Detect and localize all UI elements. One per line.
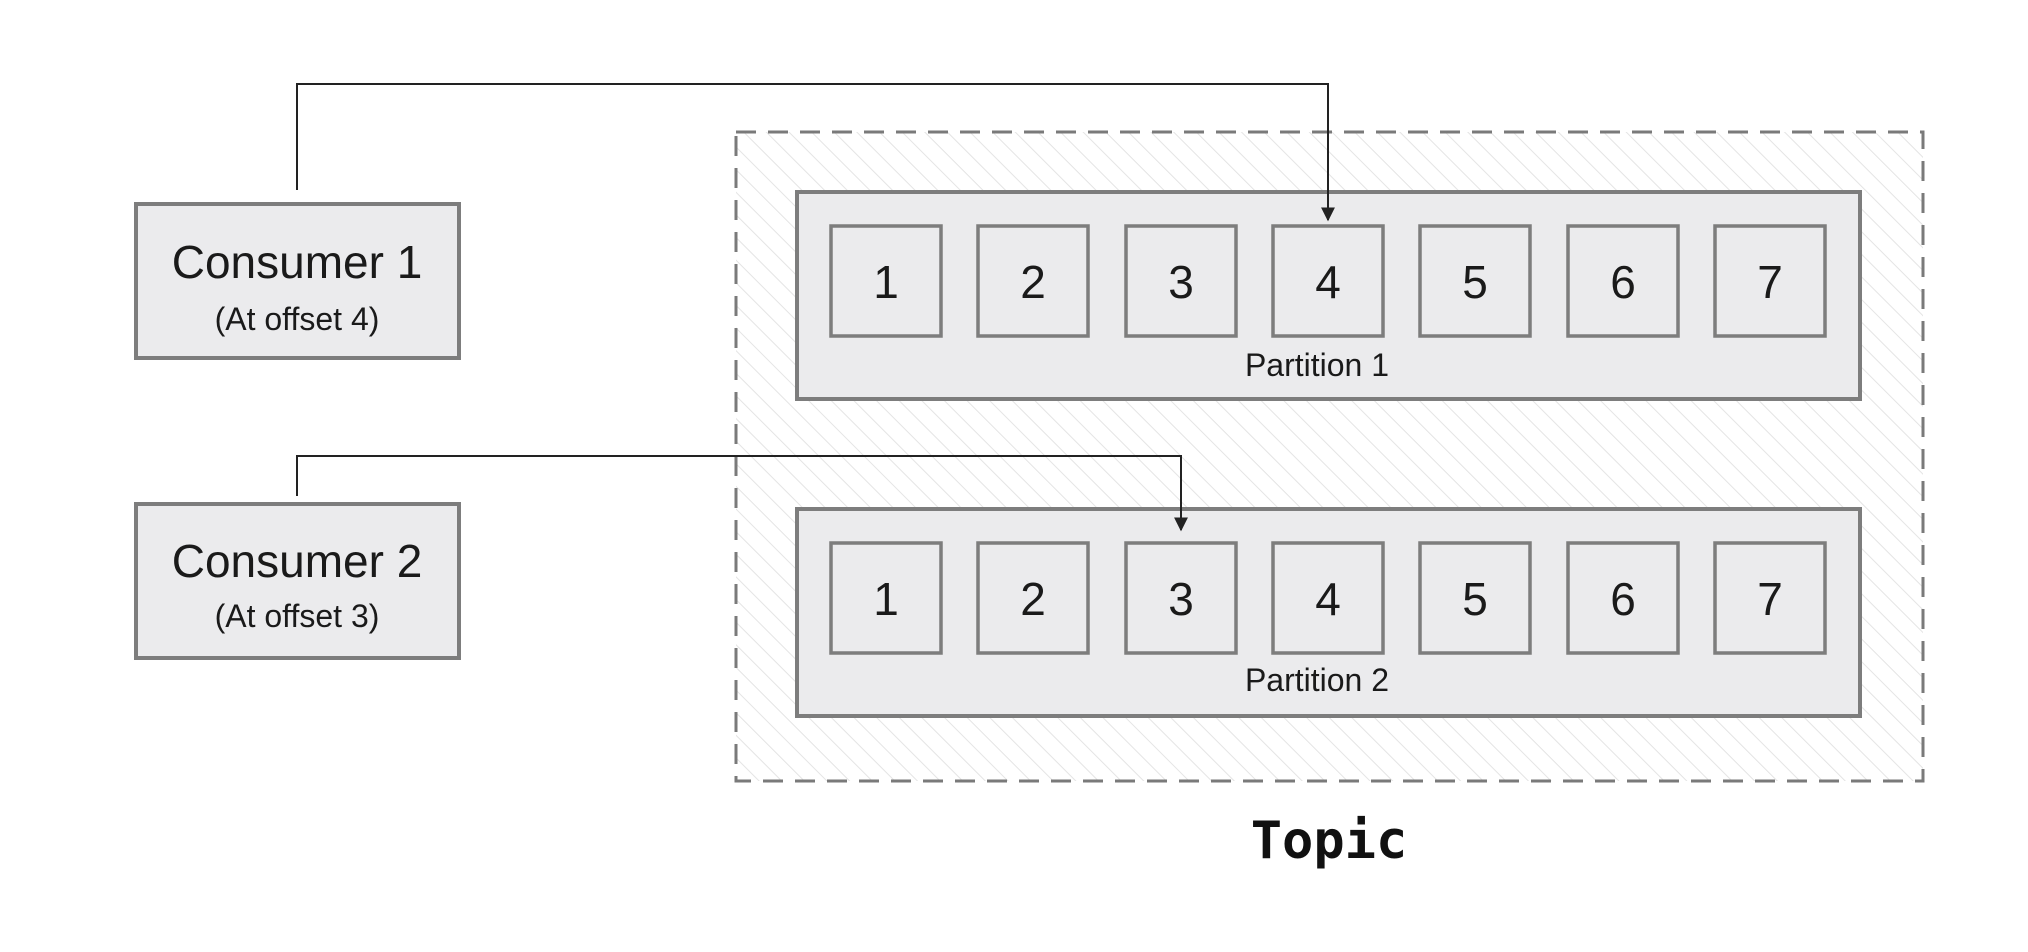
message-box	[1713, 541, 1827, 655]
consumer-2: Consumer 2 (At offset 3)	[134, 502, 461, 660]
consumer-1-offset-arrow	[296, 83, 1335, 222]
consumer-2-name: Consumer 2	[172, 535, 423, 587]
partition-2-messages: 1 2 3 4 5 6 7	[829, 541, 1827, 655]
consumer-1: Consumer 1 (At offset 4)	[134, 202, 461, 360]
message-box	[829, 224, 943, 338]
message-number: 2	[1020, 573, 1046, 625]
message-box	[1566, 541, 1680, 655]
partition-1-label: Partition 1	[1245, 347, 1389, 383]
message-box	[1713, 224, 1827, 338]
message-box	[1124, 541, 1238, 655]
message-box	[976, 224, 1090, 338]
message-number: 6	[1610, 256, 1636, 308]
consumer-1-offset: (At offset 4)	[215, 301, 380, 337]
partition-1-messages: 1 2 3 4 5 6 7	[829, 224, 1827, 338]
message-number: 1	[873, 573, 899, 625]
message-box	[829, 541, 943, 655]
consumer-2-offset: (At offset 3)	[215, 598, 380, 634]
partition-2-label: Partition 2	[1245, 662, 1389, 698]
message-number: 3	[1168, 573, 1194, 625]
message-box	[1418, 541, 1532, 655]
consumer-2-offset-arrow	[296, 455, 1188, 532]
message-box	[976, 541, 1090, 655]
message-number: 3	[1168, 256, 1194, 308]
consumer-2-box	[134, 502, 461, 660]
topic-label: Topic	[1251, 811, 1408, 871]
message-number: 1	[873, 256, 899, 308]
message-box	[1124, 224, 1238, 338]
partition-2: 1 2 3 4 5 6 7 Partition 2	[795, 507, 1862, 718]
message-box	[1271, 224, 1385, 338]
message-number: 4	[1315, 256, 1341, 308]
message-number: 7	[1757, 573, 1783, 625]
message-number: 6	[1610, 573, 1636, 625]
message-number: 5	[1462, 256, 1488, 308]
consumer-1-box	[134, 202, 461, 360]
message-box	[1271, 541, 1385, 655]
message-number: 4	[1315, 573, 1341, 625]
partition-1: 1 2 3 4 5 6 7 Partition 1	[795, 190, 1862, 401]
message-box	[1418, 224, 1532, 338]
message-number: 5	[1462, 573, 1488, 625]
message-number: 2	[1020, 256, 1046, 308]
message-box	[1566, 224, 1680, 338]
consumer-1-name: Consumer 1	[172, 236, 423, 288]
message-number: 7	[1757, 256, 1783, 308]
